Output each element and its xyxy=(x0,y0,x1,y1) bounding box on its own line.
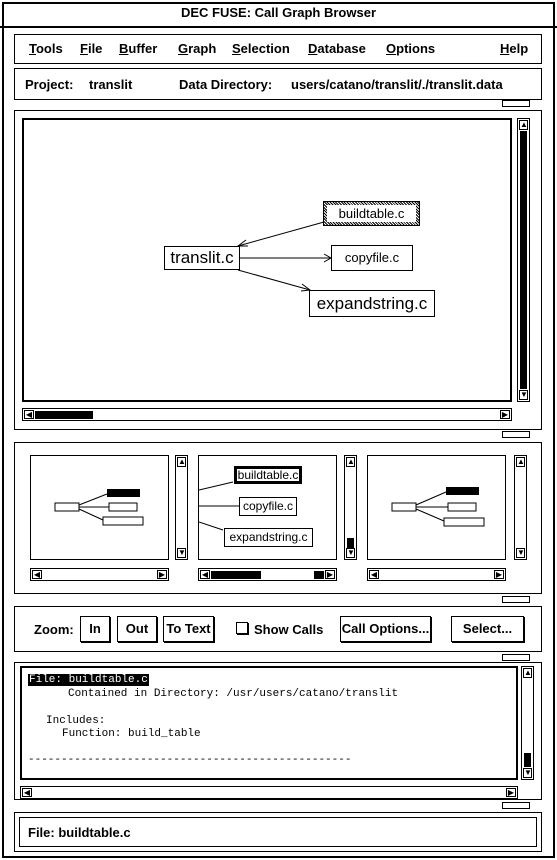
scrollbar-thumb[interactable] xyxy=(347,538,354,548)
thumbnail-2-edges xyxy=(199,481,239,531)
thumbnail-3-graph xyxy=(391,487,485,527)
data-directory-value: users/catano/translit/./translit.data xyxy=(291,77,503,92)
pane-sash[interactable] xyxy=(502,100,530,107)
thumbnail-pane-frame xyxy=(14,442,542,594)
thumbnail-1-graph xyxy=(54,489,144,526)
scroll-down-icon[interactable]: ▼ xyxy=(519,390,528,400)
zoom-out-button[interactable]: Out xyxy=(117,616,157,642)
thumbnail-3-hscrollbar[interactable]: ◀ ▶ xyxy=(367,568,506,581)
info-vscrollbar[interactable]: ▲ ▼ xyxy=(521,666,534,780)
thumb-node-expandstring[interactable]: expandstring.c xyxy=(224,528,313,547)
scroll-down-icon[interactable]: ▼ xyxy=(177,548,186,558)
thumbnail-1-vscrollbar[interactable]: ▲ ▼ xyxy=(175,455,188,560)
thumbnail-1[interactable] xyxy=(30,455,169,560)
info-separator: ----------------------------------------… xyxy=(28,754,352,766)
graph-hscrollbar[interactable]: ◀ ▶ xyxy=(22,408,512,421)
status-bar: File: buildtable.c xyxy=(14,812,542,852)
project-bar: Project: translit Data Directory: users/… xyxy=(14,68,542,100)
scroll-up-icon[interactable]: ▲ xyxy=(523,668,532,678)
zoom-in-button[interactable]: In xyxy=(80,616,110,642)
info-function-line: Function: build_table xyxy=(62,728,201,740)
info-directory-line: Contained in Directory: /usr/users/catan… xyxy=(68,688,399,700)
status-field: File: buildtable.c xyxy=(19,817,537,847)
menu-graph[interactable]: Graph xyxy=(178,41,217,56)
thumbnail-3[interactable] xyxy=(367,455,506,560)
menu-buffer[interactable]: Buffer xyxy=(119,41,158,56)
graph-canvas[interactable] xyxy=(22,118,512,402)
graph-node-copyfile[interactable]: copyfile.c xyxy=(331,245,413,271)
title-bar[interactable]: DEC FUSE: Call Graph Browser xyxy=(0,0,557,28)
menu-file[interactable]: File xyxy=(80,41,103,56)
scroll-down-icon[interactable]: ▼ xyxy=(523,768,532,778)
scroll-down-icon[interactable]: ▼ xyxy=(516,548,525,558)
thumbnail-2[interactable]: buildtable.c copyfile.c expandstring.c xyxy=(198,455,337,560)
scroll-left-icon[interactable]: ◀ xyxy=(32,570,42,579)
scroll-right-icon[interactable]: ▶ xyxy=(500,410,510,419)
project-label: Project: xyxy=(25,77,74,92)
zoom-label: Zoom: xyxy=(34,622,74,637)
show-calls-checkbox[interactable] xyxy=(236,622,248,634)
info-hscrollbar[interactable]: ◀ ▶ xyxy=(20,786,518,799)
graph-vscrollbar[interactable]: ▲ ▼ xyxy=(517,118,530,402)
scrollbar-thumb[interactable] xyxy=(211,571,261,579)
scroll-right-icon[interactable]: ▶ xyxy=(157,570,167,579)
pane-sash[interactable] xyxy=(502,596,530,603)
pane-sash[interactable] xyxy=(502,654,530,661)
thumbnail-3-vscrollbar[interactable]: ▲ ▼ xyxy=(514,455,527,560)
graph-node-buildtable-label: buildtable.c xyxy=(327,205,416,222)
scrollbar-thumb[interactable] xyxy=(35,411,93,419)
menu-database[interactable]: Database xyxy=(308,41,366,56)
pane-sash[interactable] xyxy=(502,431,530,438)
scroll-down-icon[interactable]: ▼ xyxy=(346,548,355,558)
call-options-button[interactable]: Call Options... xyxy=(340,616,431,642)
thumb-node-copyfile[interactable]: copyfile.c xyxy=(239,497,297,516)
select-button[interactable]: Select... xyxy=(451,616,524,642)
scrollbar-thumb[interactable] xyxy=(517,468,524,546)
project-name: translit xyxy=(89,77,133,92)
scroll-right-icon[interactable]: ▶ xyxy=(325,570,335,579)
graph-node-expandstring[interactable]: expandstring.c xyxy=(309,290,435,317)
thumbnail-2-vscrollbar[interactable]: ▲ ▼ xyxy=(344,455,357,560)
thumbnail-2-hscrollbar[interactable]: ◀ ▶ xyxy=(198,568,337,581)
info-text-area[interactable]: File: buildtable.c Contained in Director… xyxy=(20,666,518,780)
scroll-up-icon[interactable]: ▲ xyxy=(516,457,525,467)
menu-selection[interactable]: Selection xyxy=(232,41,290,56)
info-file-line: File: buildtable.c xyxy=(28,674,149,686)
scrollbar-thumb[interactable] xyxy=(178,468,185,546)
scroll-up-icon[interactable]: ▲ xyxy=(519,120,528,130)
scroll-left-icon[interactable]: ◀ xyxy=(200,570,210,579)
info-pane-frame xyxy=(14,662,542,800)
graph-node-buildtable[interactable]: buildtable.c xyxy=(323,201,420,226)
scroll-left-icon[interactable]: ◀ xyxy=(24,410,34,419)
menu-bar: Tools File Buffer Graph Selection Databa… xyxy=(14,34,542,64)
scrollbar-thumb[interactable] xyxy=(524,753,531,767)
scroll-right-icon[interactable]: ▶ xyxy=(494,570,504,579)
menu-options[interactable]: Options xyxy=(386,41,436,56)
thumb-node-buildtable[interactable]: buildtable.c xyxy=(234,466,302,484)
graph-pane-frame xyxy=(14,110,542,430)
menu-help[interactable]: Help xyxy=(500,41,529,56)
to-text-button[interactable]: To Text xyxy=(163,616,214,642)
status-text: File: buildtable.c xyxy=(28,825,131,840)
scroll-right-icon[interactable]: ▶ xyxy=(506,788,516,797)
scroll-up-icon[interactable]: ▲ xyxy=(177,457,186,467)
scrollbar-thumb[interactable] xyxy=(314,571,324,579)
scroll-left-icon[interactable]: ◀ xyxy=(22,788,32,797)
show-calls-label[interactable]: Show Calls xyxy=(254,622,324,637)
thumbnail-1-hscrollbar[interactable]: ◀ ▶ xyxy=(30,568,169,581)
scrollbar-thumb[interactable] xyxy=(520,131,527,389)
info-includes-line: Includes: xyxy=(46,715,106,727)
menu-tools[interactable]: Tools xyxy=(29,41,63,56)
pane-sash[interactable] xyxy=(502,802,530,809)
scroll-up-icon[interactable]: ▲ xyxy=(346,457,355,467)
graph-node-root[interactable]: translit.c xyxy=(164,246,240,270)
window-title: DEC FUSE: Call Graph Browser xyxy=(180,5,377,20)
scroll-left-icon[interactable]: ◀ xyxy=(369,570,379,579)
control-bar xyxy=(14,606,542,652)
data-directory-label: Data Directory: xyxy=(179,77,273,92)
